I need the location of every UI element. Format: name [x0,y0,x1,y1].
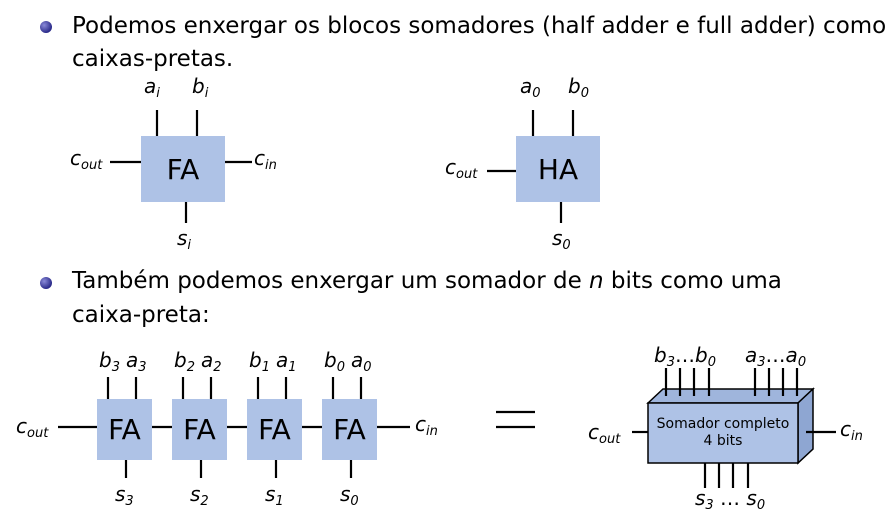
input-a-label: a2 [201,348,222,375]
bullet-icon [40,21,52,33]
input-a-label: a0 [351,348,372,375]
input-a-label: a3 [126,348,147,375]
input-b-label: b1 [249,348,270,375]
black-box-cout: cout [588,420,621,447]
bullet-icon [40,277,52,289]
input-a-label: a1 [276,348,297,375]
bullet-1-line-1: Podemos enxergar os blocos somadores (ha… [72,13,887,39]
fa-block-0: FA [97,399,152,460]
fa-block-2: FA [247,399,302,460]
fa-cout: cout [70,146,103,173]
sum-label: s0 [340,482,359,509]
ha-input-a: a0 [520,74,541,101]
black-box-b-range: b3…b0 [654,343,716,370]
input-b-label: b0 [324,348,345,375]
black-box-front [647,402,799,464]
ha-block: HA [516,136,600,202]
fa-input-a: ai [144,74,160,101]
fa-block-3: FA [322,399,377,460]
black-box-cin: cin [840,417,863,444]
fa-input-b: bi [192,74,209,101]
bullet-2-line-2: caixa-preta: [72,302,210,328]
ha-sum: s0 [552,226,571,253]
input-b-label: b2 [174,348,195,375]
bullet-1-line-2: caixas-pretas. [72,46,234,72]
ha-cout: cout [445,155,478,182]
black-box-a-range: a3…a0 [745,343,807,370]
input-b-label: b3 [99,348,120,375]
sum-label: s2 [190,482,209,509]
fa-cin: cin [254,146,277,173]
bullet-2-line-1: Também podemos enxergar um somador de n … [72,268,782,294]
ripple-cin: cin [415,412,438,439]
fa-sum: si [177,226,192,253]
ha-input-b: b0 [568,74,589,101]
sum-label: s3 [115,482,134,509]
black-box-s-range: s3 … s0 [695,486,766,513]
fa-block-1: FA [172,399,227,460]
fa-block: FA [141,136,225,202]
sum-label: s1 [265,482,284,509]
ripple-cout: cout [16,414,49,441]
